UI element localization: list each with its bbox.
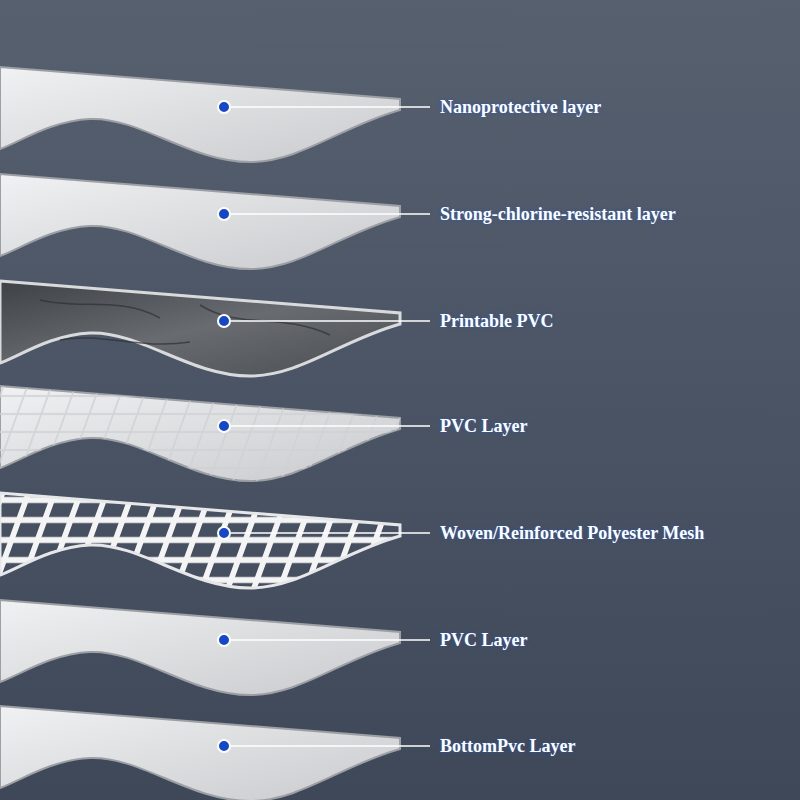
callout-dot: [218, 420, 230, 432]
printable-pvc-sheet: [0, 281, 400, 376]
layer-label: Woven/Reinforced Polyester Mesh: [440, 522, 704, 544]
callout-dots: [218, 101, 230, 752]
callout-dot: [218, 315, 230, 327]
layer-label: PVC Layer: [440, 415, 527, 437]
pvc-sheet: [0, 386, 400, 481]
callout-dot: [218, 740, 230, 752]
leader-line: [231, 532, 430, 534]
polyester-mesh: [0, 493, 400, 588]
leader-line: [231, 745, 430, 747]
leader-line: [231, 639, 430, 641]
callout-dot: [218, 527, 230, 539]
bottom-pvc-sheet: [0, 706, 400, 800]
leader-line: [231, 425, 430, 427]
leader-line: [231, 320, 430, 322]
leader-line: [231, 213, 430, 215]
layer-label: PVC Layer: [440, 629, 527, 651]
callout-dot: [218, 208, 230, 220]
layer-label: Strong-chlorine-resistant layer: [440, 203, 676, 225]
nanoprotective-sheet: [0, 67, 400, 162]
leader-line: [231, 106, 430, 108]
chlorine-resistant-sheet: [0, 174, 400, 269]
layer-label: BottomPvc Layer: [440, 735, 575, 757]
layer-label: Nanoprotective layer: [440, 96, 601, 118]
leader-lines: [231, 107, 430, 746]
pvc-sheet: [0, 600, 400, 695]
callout-dot: [218, 634, 230, 646]
callout-dot: [218, 101, 230, 113]
layer-label: Printable PVC: [440, 310, 553, 332]
